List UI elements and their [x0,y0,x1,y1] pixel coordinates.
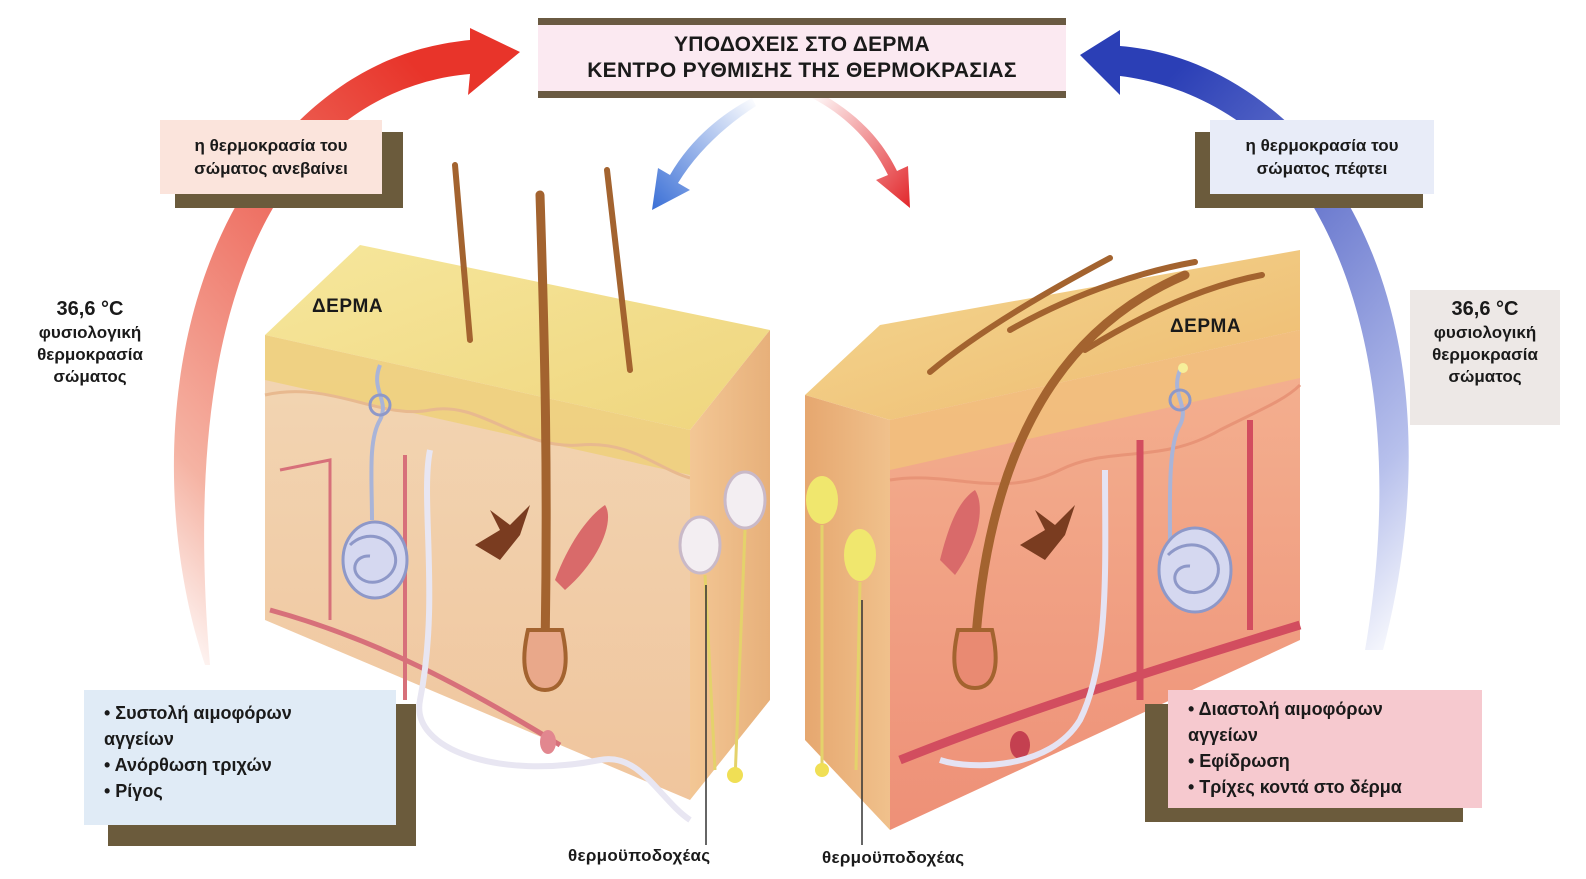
left-skin-label: ΔΕΡΜΑ [312,296,383,318]
title-line-1: ΥΠΟΔΟΧΕΙΣ ΣΤΟ ΔΕΡΜΑ [674,32,930,58]
left-response-2: • Ανόρθωση τριχών [104,752,382,778]
left-status-box: η θερμοκρασία του σώματος ανεβαίνει [160,120,382,194]
small-red-arrow-icon [812,92,910,208]
right-response-1: • Διαστολή αιμοφόρων [1188,696,1468,722]
left-temp-line-2: θερμοκρασία [6,344,174,366]
right-temp-value: 36,6 °C [1410,296,1560,322]
left-response-1b: αγγείων [104,726,382,752]
right-response-3: • Τρίχες κοντά στο δέρμα [1188,774,1468,800]
right-response-2: • Εφίδρωση [1188,748,1468,774]
small-blue-arrow-icon [652,98,756,210]
left-receptor-label: θερμοϋποδοχέας [568,846,710,866]
left-status-line-1: η θερμοκρασία του [160,134,382,157]
left-response-1: • Συστολή αιμοφόρων [104,700,382,726]
left-normal-temp: 36,6 °C φυσιολογική θερμοκρασία σώματος [6,296,174,388]
right-temp-line-3: σώματος [1410,366,1560,388]
right-normal-temp: 36,6 °C φυσιολογική θερμοκρασία σώματος [1410,290,1560,425]
right-temp-line-1: φυσιολογική [1410,322,1560,344]
left-temp-line-1: φυσιολογική [6,322,174,344]
left-status-line-2: σώματος ανεβαίνει [160,157,382,180]
right-status-line-1: η θερμοκρασία του [1210,134,1434,157]
left-response-box: • Συστολή αιμοφόρων αγγείων • Ανόρθωση τ… [84,690,396,825]
right-response-1b: αγγείων [1188,722,1468,748]
left-temp-value: 36,6 °C [6,296,174,322]
right-temp-line-2: θερμοκρασία [1410,344,1560,366]
right-receptor-label: θερμοϋποδοχέας [822,848,964,868]
right-skin-label: ΔΕΡΜΑ [1170,316,1241,338]
left-temp-line-3: σώματος [6,366,174,388]
right-status-line-2: σώματος πέφτει [1210,157,1434,180]
left-response-3: • Ρίγος [104,778,382,804]
right-status-box: η θερμοκρασία του σώματος πέφτει [1210,120,1434,194]
right-response-box: • Διαστολή αιμοφόρων αγγείων • Εφίδρωση … [1168,690,1482,808]
title-box: ΥΠΟΔΟΧΕΙΣ ΣΤΟ ΔΕΡΜΑ ΚΕΝΤΡΟ ΡΥΘΜΙΣΗΣ ΤΗΣ … [538,18,1066,98]
title-line-2: ΚΕΝΤΡΟ ΡΥΘΜΙΣΗΣ ΤΗΣ ΘΕΡΜΟΚΡΑΣΙΑΣ [587,58,1017,84]
